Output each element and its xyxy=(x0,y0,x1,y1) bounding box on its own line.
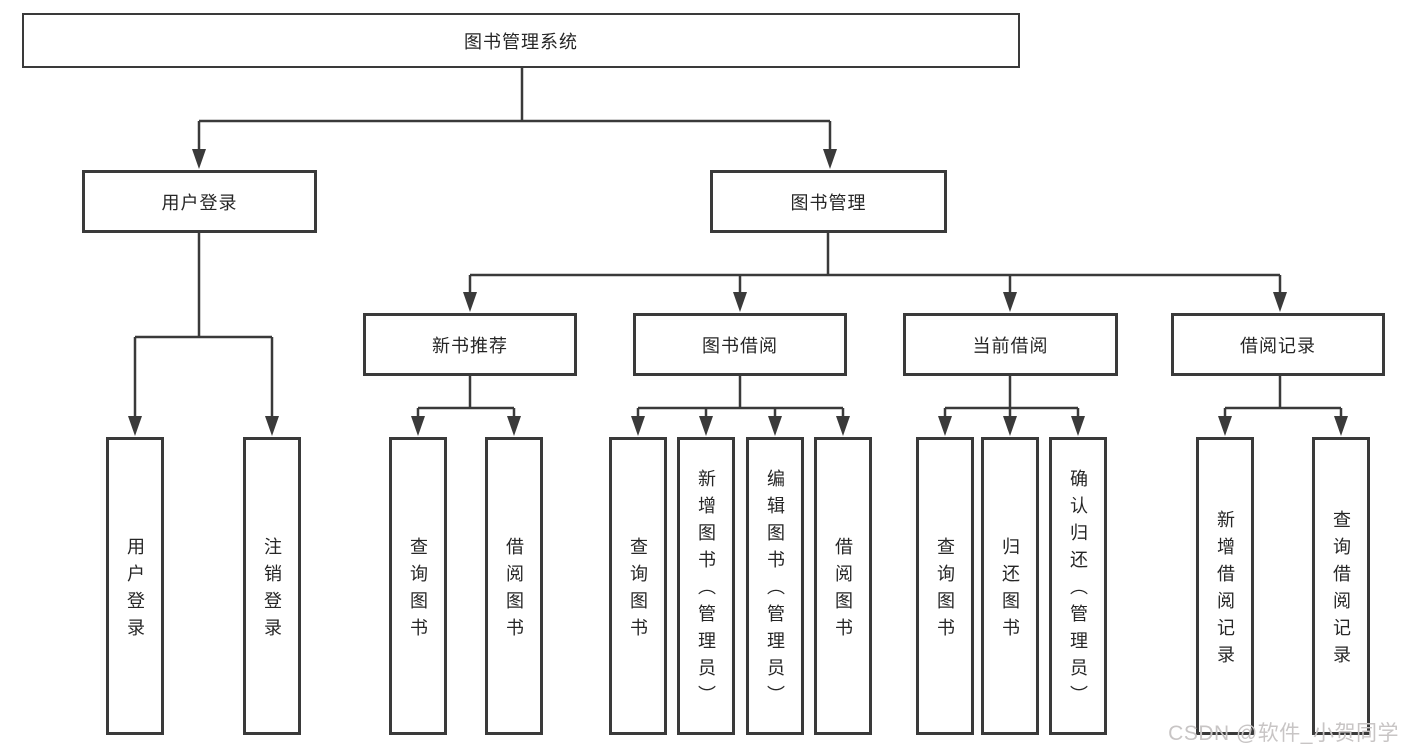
leaf-query-books-current: 查询图书 xyxy=(916,437,974,735)
leaf-add-borrow-record: 新增借阅记录 xyxy=(1196,437,1254,735)
leaf-add-books-admin: 新增图书（管理员） xyxy=(677,437,735,735)
node-library-management-system: 图书管理系统 xyxy=(22,13,1020,68)
node-book-management: 图书管理 xyxy=(710,170,947,233)
leaf-edit-books-admin: 编辑图书（管理员） xyxy=(746,437,804,735)
leaf-query-borrow-record: 查询借阅记录 xyxy=(1312,437,1370,735)
leaf-borrow-books-recommend: 借阅图书 xyxy=(485,437,543,735)
node-new-book-recommendation: 新书推荐 xyxy=(363,313,577,376)
leaf-confirm-return-admin: 确认归还（管理员） xyxy=(1049,437,1107,735)
leaf-return-books: 归还图书 xyxy=(981,437,1039,735)
leaf-user-login: 用户登录 xyxy=(106,437,164,735)
node-book-borrowing: 图书借阅 xyxy=(633,313,847,376)
node-borrowing-records: 借阅记录 xyxy=(1171,313,1385,376)
csdn-watermark: CSDN @软件_小贺同学 xyxy=(1168,722,1399,745)
node-current-borrowing: 当前借阅 xyxy=(903,313,1118,376)
node-user-login: 用户登录 xyxy=(82,170,317,233)
leaf-borrow-books-borrowing: 借阅图书 xyxy=(814,437,872,735)
leaf-query-books-borrowing: 查询图书 xyxy=(609,437,667,735)
leaf-logout: 注销登录 xyxy=(243,437,301,735)
leaf-query-books-recommend: 查询图书 xyxy=(389,437,447,735)
